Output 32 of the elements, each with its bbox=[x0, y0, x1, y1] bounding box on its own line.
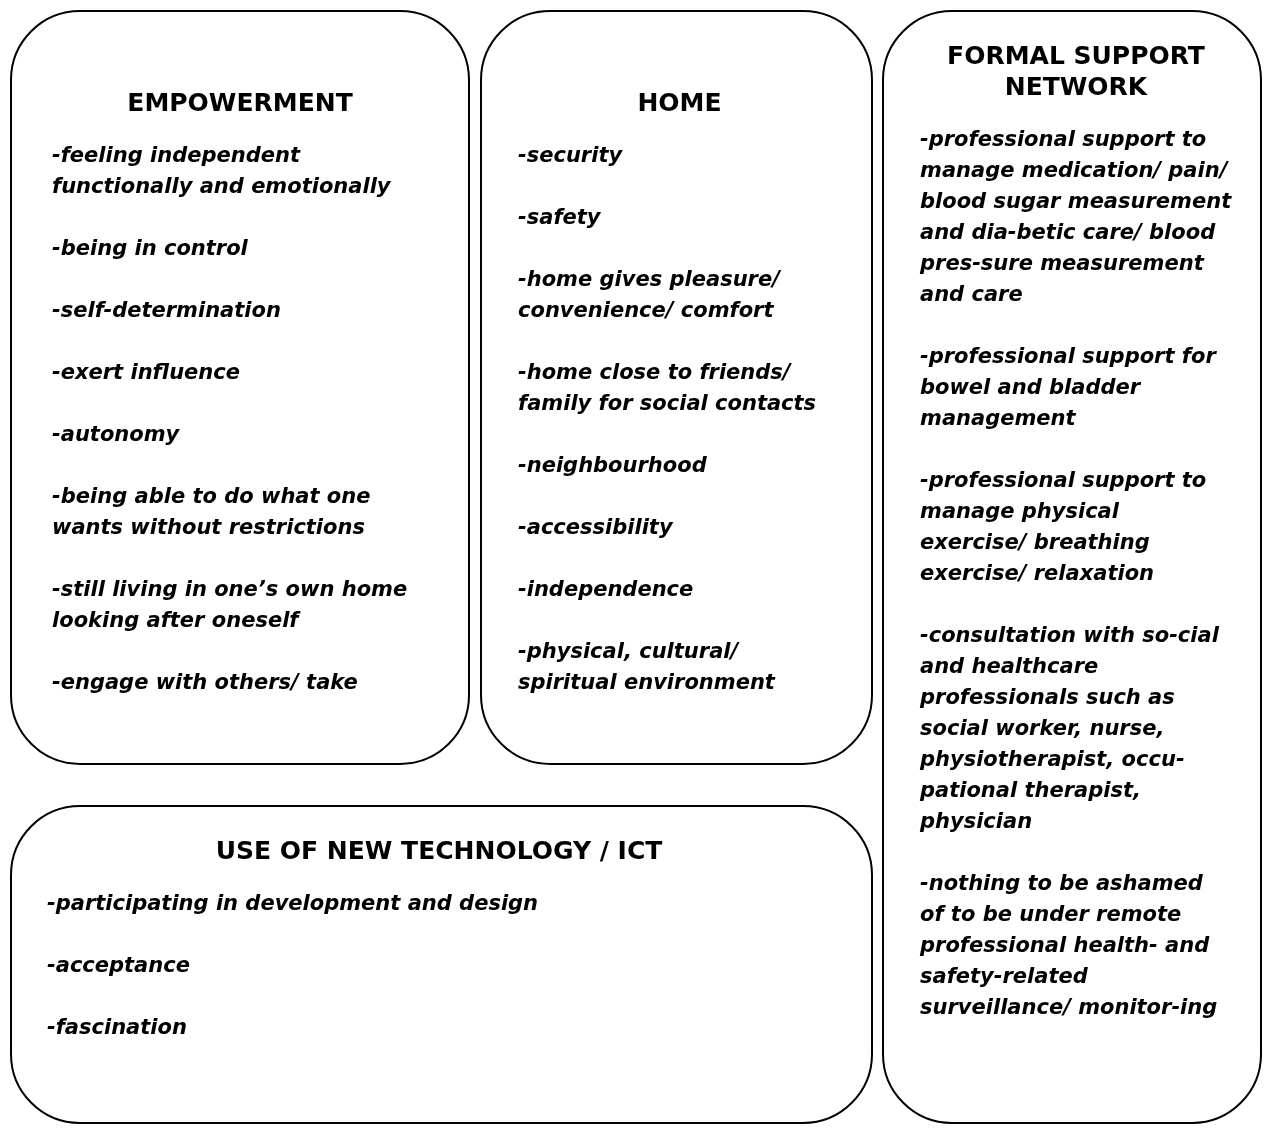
list-item: -physical, cultural/ spiritual environment bbox=[518, 638, 777, 696]
list-item: -professional support to manage physical exercise/ breathing exercise/ relaxation bbox=[920, 467, 1208, 587]
list-item: -consultation with so-cial and healthcare professionals such as social worker, nurse, physiotherapist, occu-pational therapist, physician bbox=[920, 622, 1220, 835]
list-item: -autonomy bbox=[52, 421, 181, 448]
list-item: -engage with others/ take bbox=[52, 669, 359, 696]
list-item: -fascination bbox=[47, 1014, 188, 1041]
list-item: -professional support for bowel and bladder management bbox=[920, 343, 1218, 432]
rounded-panel bbox=[10, 805, 873, 1124]
list-item: -feeling independent functionally and emotionally bbox=[52, 142, 392, 200]
list-item: -self-determination bbox=[52, 297, 282, 324]
list-item: -security bbox=[518, 142, 624, 169]
rounded-panel bbox=[882, 10, 1262, 1124]
rounded-panel bbox=[480, 10, 873, 765]
panel-heading: EMPOWERMENT bbox=[126, 87, 354, 118]
list-item: -acceptance bbox=[47, 952, 191, 979]
list-item: -accessibility bbox=[518, 514, 674, 541]
list-item: -nothing to be ashamed of to be under remote professional health- and safety-related surveillance/ monitor-ing bbox=[920, 870, 1219, 1021]
list-item: -professional support to manage medication/ pain/ blood sugar measurement and dia-betic care/ blood pres-sure measurement and care bbox=[920, 126, 1232, 308]
list-item: -neighbourhood bbox=[518, 452, 708, 479]
panel-heading: USE OF NEW TECHNOLOGY / ICT bbox=[214, 835, 664, 866]
panel-heading: HOME bbox=[636, 87, 723, 118]
list-item: -safety bbox=[518, 204, 602, 231]
rounded-panel bbox=[10, 10, 470, 765]
list-item: -home close to friends/ family for social contacts bbox=[518, 359, 818, 417]
list-item: -independence bbox=[518, 576, 695, 603]
list-item: -still living in one’s own home looking after oneself bbox=[52, 576, 409, 634]
list-item: -being in control bbox=[52, 235, 249, 262]
list-item: -participating in development and design bbox=[47, 890, 540, 917]
panel-heading: FORMAL SUPPORT NETWORK bbox=[946, 40, 1206, 102]
list-item: -home gives pleasure/ convenience/ comfort bbox=[518, 266, 782, 324]
list-item: -exert influence bbox=[52, 359, 241, 386]
list-item: -being able to do what one wants without restrictions bbox=[52, 483, 372, 541]
